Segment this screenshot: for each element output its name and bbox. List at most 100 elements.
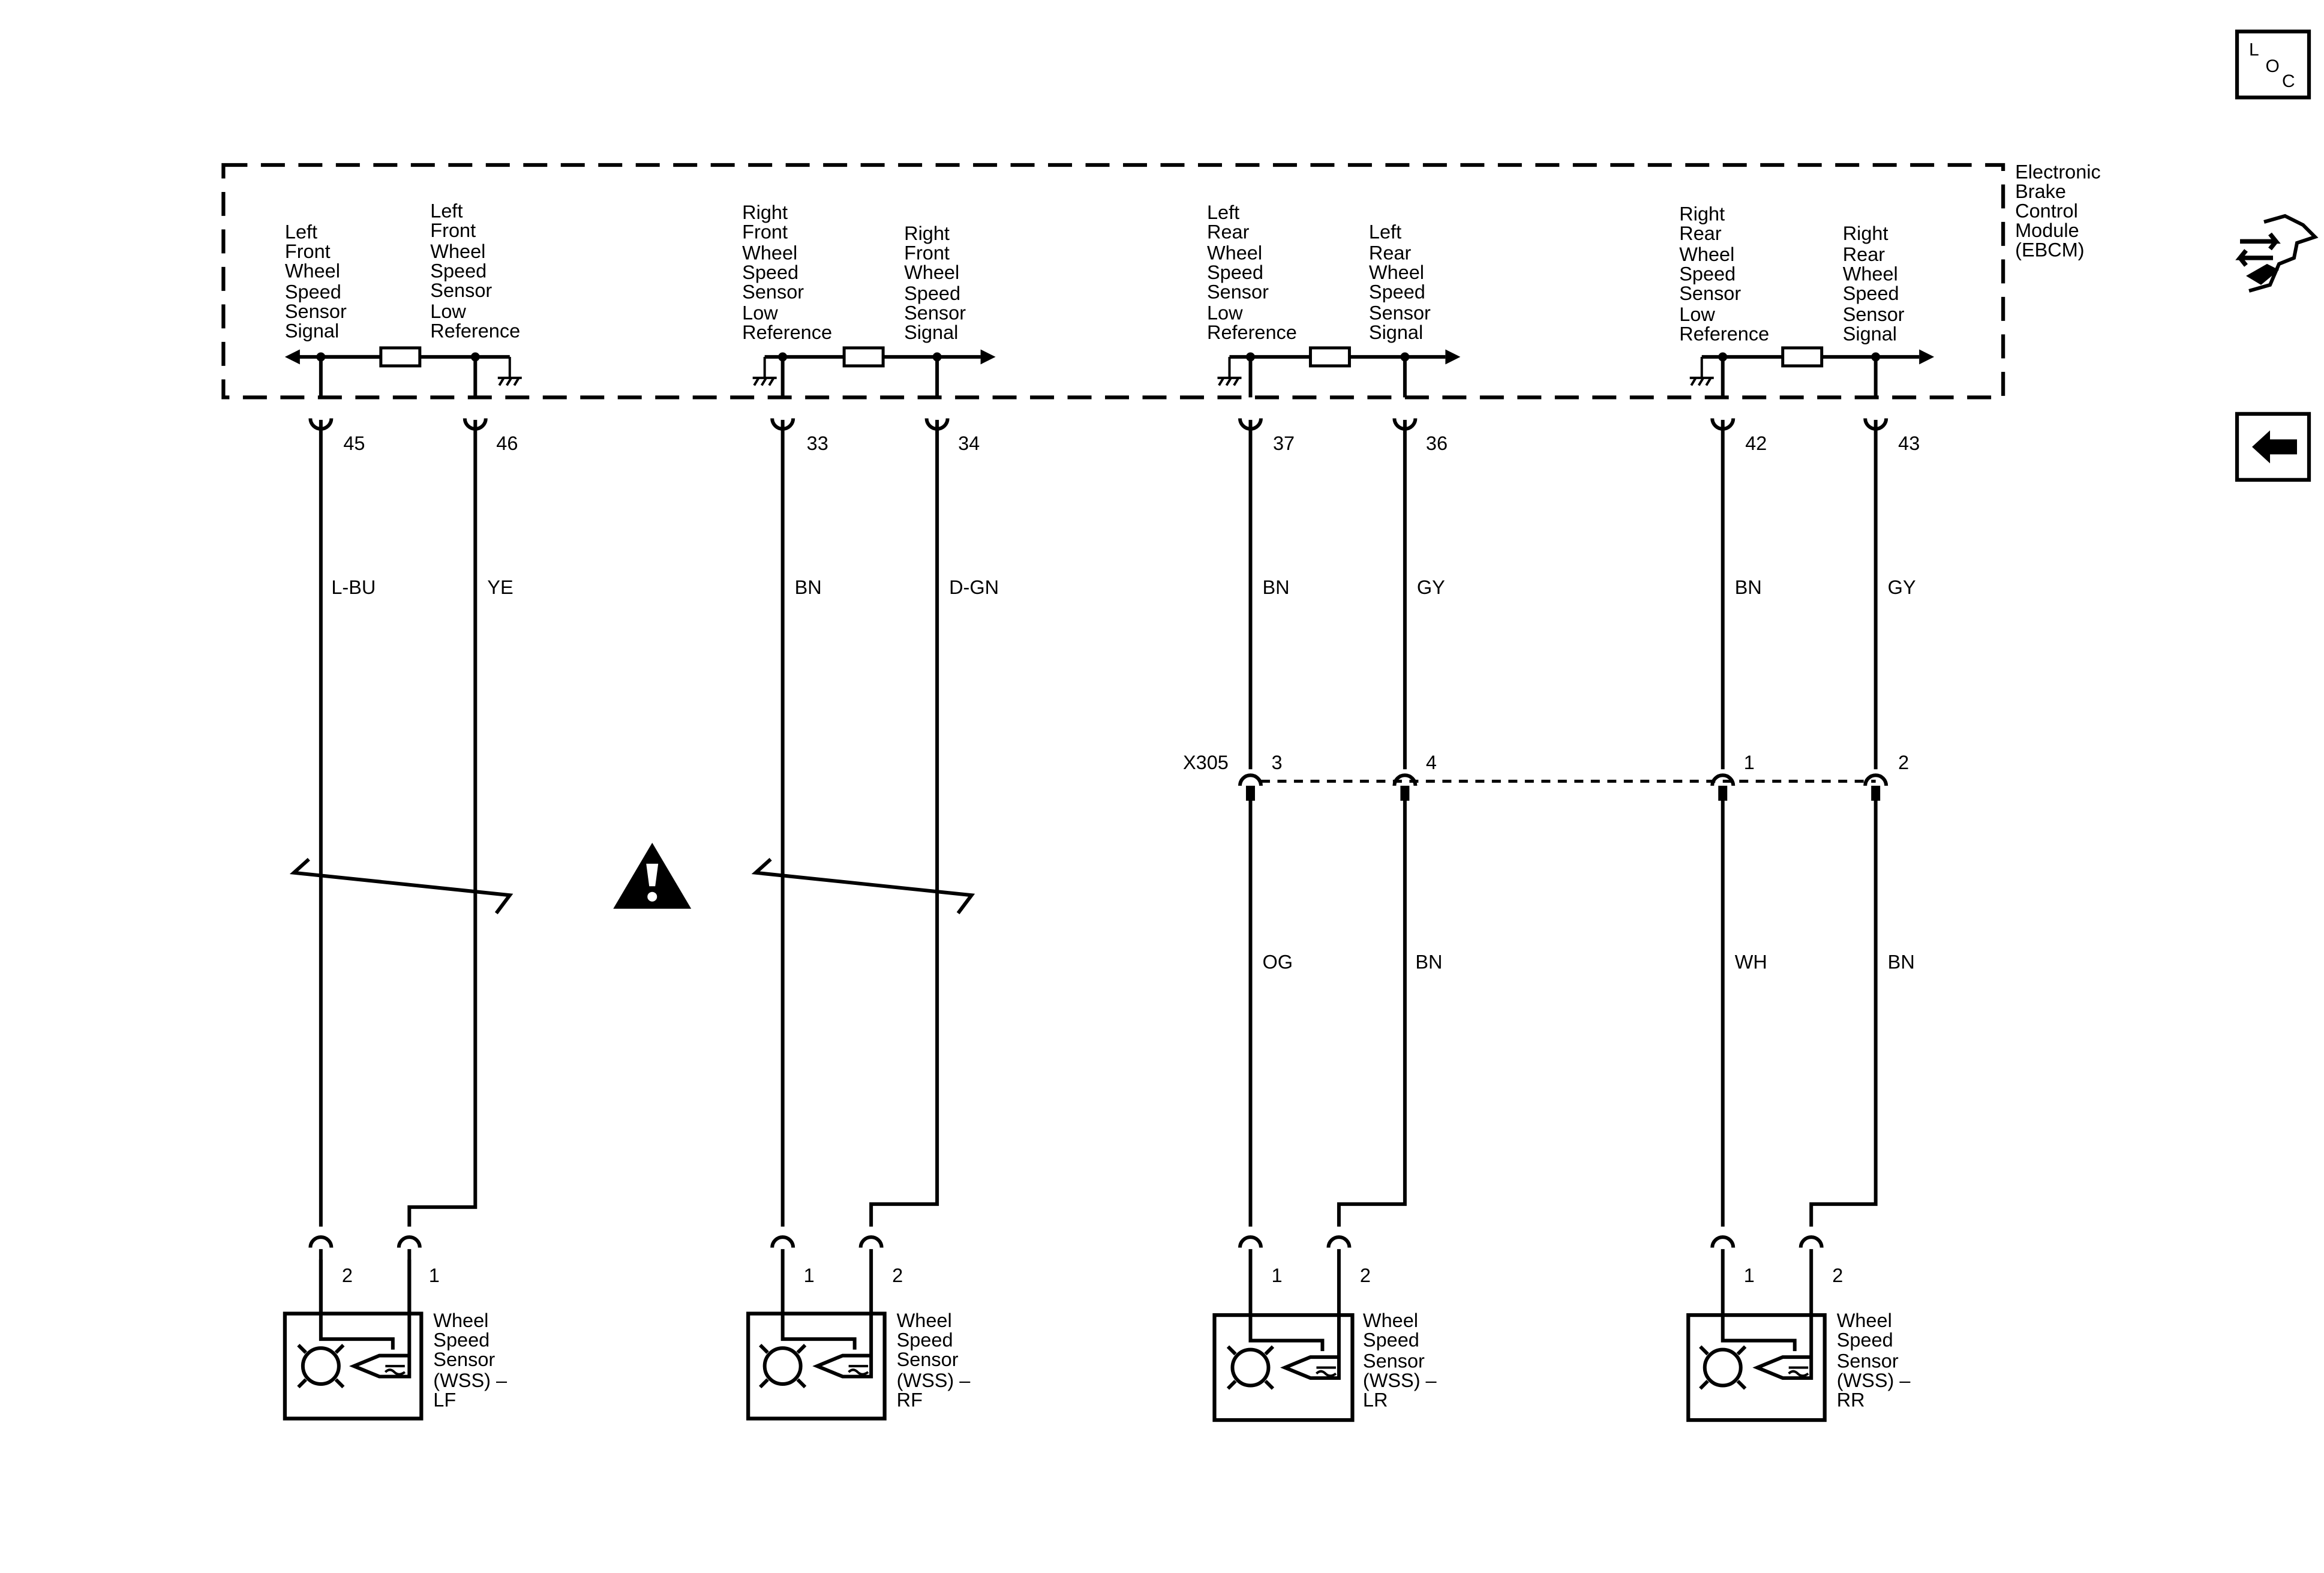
rr-lowref-pin-number: 42: [1745, 433, 1767, 454]
lf-lowref-wire: [407, 356, 478, 1227]
rr-sensor-lowref-pin-number: 1: [1744, 1265, 1755, 1286]
ebcm-module-label-line: Module: [2015, 220, 2079, 241]
rr-inline-lowref-pin-number: 1: [1744, 752, 1755, 773]
label-line: LF: [433, 1389, 456, 1411]
label-line: LR: [1363, 1389, 1388, 1411]
rf-sensor-signal-pin-number: 2: [892, 1265, 903, 1286]
label-line: Wheel: [742, 242, 797, 263]
sensor-pin-connector: [1798, 1235, 1824, 1248]
label-line: Reference: [742, 322, 832, 343]
location-view-button[interactable]: L O C: [2235, 29, 2311, 100]
rf-sensor-label: Wheel Speed Sensor (WSS) – RF: [897, 1310, 976, 1410]
lr-sensor-label: Wheel Speed Sensor (WSS) – LR: [1363, 1310, 1442, 1410]
ebcm-pin-connector: [463, 418, 488, 431]
ebcm-pin-connector: [924, 418, 950, 431]
label-line: Front: [904, 242, 950, 263]
lr-lowref-pin-number: 37: [1273, 433, 1295, 454]
label-line: Signal: [904, 322, 958, 343]
label-line: (WSS) –: [897, 1370, 971, 1391]
label-line: Sensor: [285, 301, 347, 322]
label-line: Right: [904, 223, 950, 244]
rf-wheel-speed-sensor-body: [746, 1249, 887, 1421]
lf-signal-wire-color: L-BU: [331, 577, 376, 598]
circuit-left-rear: Left Rear Wheel Speed Sensor Low Referen…: [1207, 202, 1461, 1422]
inline-connector-pin: [1710, 773, 1736, 786]
lr-signal-wire-color-after-inline: BN: [1415, 951, 1442, 973]
rf-internal-resistor: [842, 346, 885, 368]
ebcm-module-boundary: [221, 163, 2005, 400]
label-line: Low: [1207, 302, 1243, 323]
circuit-left-front: Left Front Wheel Speed Sensor Signal Lef…: [283, 200, 522, 1421]
rf-signal-wire-color: D-GN: [949, 577, 999, 598]
sensor-pin-connector: [858, 1235, 884, 1248]
rf-signal-output-arrow: [980, 349, 996, 365]
back-button[interactable]: [2235, 412, 2311, 482]
inline-connector-pin-socket: [1718, 785, 1728, 801]
label-line: (WSS) –: [433, 1370, 508, 1391]
sensor-pin-connector: [770, 1235, 795, 1248]
lr-signal-wire: [1337, 356, 1407, 1227]
rf-signal-wire: [869, 356, 939, 1227]
rr-sensor-label: Wheel Speed Sensor (WSS) – RR: [1837, 1310, 1916, 1410]
label-line: Wheel: [285, 260, 340, 281]
rr-inline-signal-pin-number: 2: [1898, 752, 1909, 773]
label-line: Right: [1843, 223, 1888, 244]
rf-signal-function-label: Right Front Wheel Speed Sensor Signal: [904, 223, 971, 343]
label-line: Rear: [1369, 242, 1412, 263]
label-line: (WSS) –: [1363, 1370, 1437, 1391]
label-line: Rear: [1207, 221, 1250, 242]
label-line: Right: [1679, 203, 1725, 224]
rr-signal-pin-number: 43: [1898, 433, 1920, 454]
lf-sensor-lowref-pin-number: 1: [429, 1265, 440, 1286]
label-line: RR: [1837, 1389, 1865, 1411]
label-line: Wheel: [430, 241, 485, 262]
label-line: Speed: [1363, 1329, 1419, 1351]
lr-inline-lowref-pin-number: 3: [1271, 752, 1282, 773]
label-line: Signal: [1369, 322, 1423, 343]
ebcm-module-label-line: Brake: [2015, 181, 2066, 202]
rf-sensor-lowref-pin-number: 1: [804, 1265, 815, 1286]
label-line: Speed: [897, 1329, 953, 1351]
lf-lowref-wire-color: YE: [487, 577, 513, 598]
label-line: Wheel: [897, 1310, 952, 1331]
label-line: Wheel: [1369, 262, 1424, 283]
label-line: Wheel: [1363, 1310, 1418, 1331]
label-line: Sensor: [1843, 304, 1905, 325]
lr-signal-output-arrow: [1445, 349, 1461, 365]
label-line: Left: [1369, 221, 1401, 242]
inline-connector-pin-socket: [1871, 785, 1881, 801]
caution-triangle-icon[interactable]: [613, 842, 692, 909]
rr-lowref-function-label: Right Rear Wheel Speed Sensor Low Refere…: [1679, 203, 1769, 344]
rf-harness-break-mark: [751, 857, 975, 915]
label-line: Low: [1679, 304, 1715, 325]
label-line: Left: [1207, 202, 1239, 223]
ebcm-pin-connector: [1710, 418, 1736, 431]
connector-end-view-icon[interactable]: [2235, 214, 2319, 293]
label-line: Sensor: [430, 280, 492, 301]
lr-sensor-signal-pin-number: 2: [1360, 1265, 1371, 1286]
rr-signal-wire-color-after-inline: BN: [1888, 951, 1915, 973]
label-line: Front: [742, 221, 788, 242]
rr-internal-resistor: [1781, 346, 1824, 368]
ebcm-module-label-line: (EBCM): [2015, 239, 2084, 260]
rr-lowref-wire-color-after-inline: WH: [1735, 951, 1767, 973]
sensor-pin-connector: [1710, 1235, 1736, 1248]
label-line: Speed: [285, 281, 341, 302]
label-line: Speed: [742, 262, 798, 283]
label-line: Speed: [433, 1329, 490, 1351]
label-line: Speed: [1369, 281, 1425, 302]
label-line: Sensor: [742, 281, 804, 302]
label-line: Speed: [430, 260, 487, 281]
ebcm-pin-connector: [1863, 418, 1888, 431]
sensor-pin-connector: [1238, 1235, 1263, 1248]
lr-lowref-function-label: Left Rear Wheel Speed Sensor Low Referen…: [1207, 202, 1297, 343]
rf-ground-symbol: [752, 356, 777, 386]
loc-letter-o: O: [2266, 56, 2280, 76]
ebcm-pin-connector: [770, 418, 795, 431]
label-line: Left: [285, 221, 317, 242]
label-line: RF: [897, 1389, 923, 1411]
label-line: Speed: [1837, 1329, 1893, 1351]
label-line: Wheel: [1207, 242, 1262, 263]
label-line: Speed: [1679, 263, 1736, 284]
